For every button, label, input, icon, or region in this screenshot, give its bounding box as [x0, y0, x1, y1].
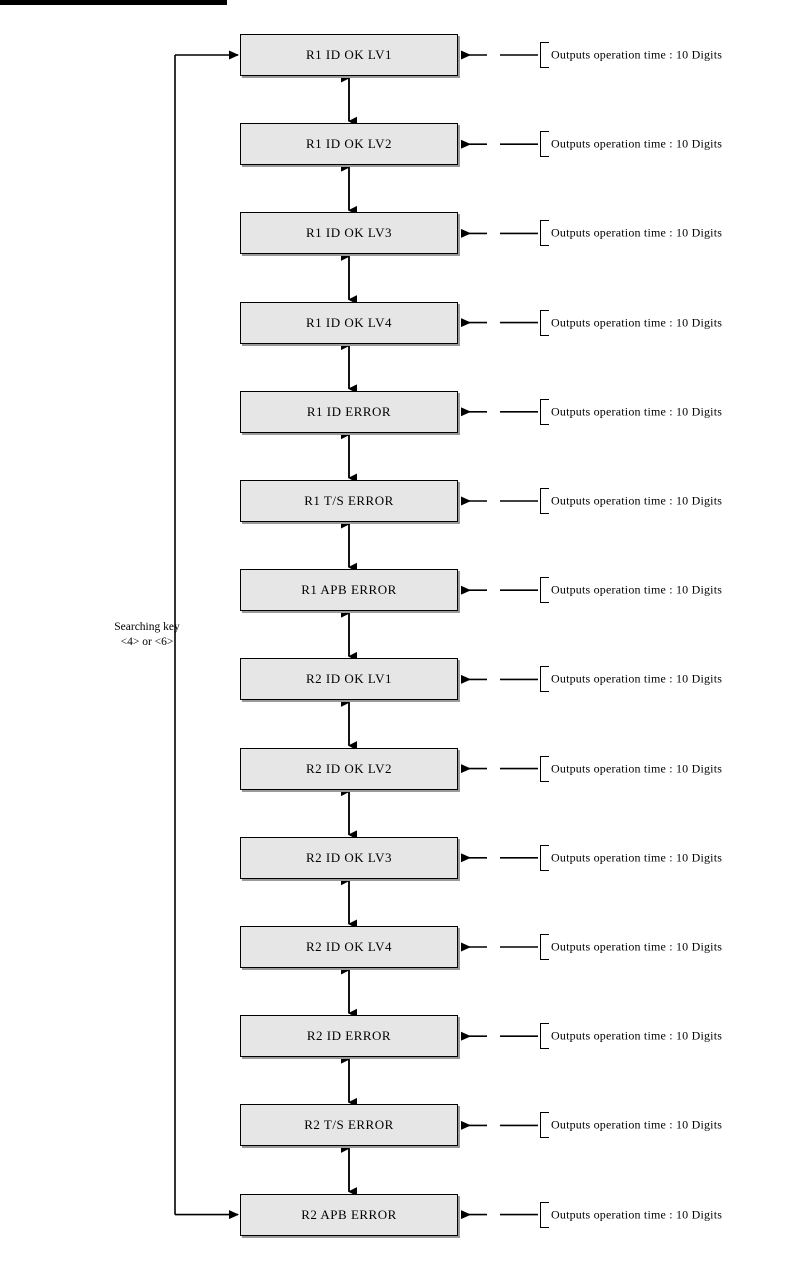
callout-text: Outputs operation time : 10 Digits — [551, 315, 723, 330]
callout-12: Outputs operation time : 10 Digits — [540, 1015, 800, 1057]
state-node-14[interactable]: R2 APB ERROR — [240, 1193, 458, 1236]
callout-8: Outputs operation time : 10 Digits — [540, 658, 800, 700]
callout-text: Outputs operation time : 10 Digits — [551, 761, 723, 776]
state-node-label: R1 ID OK LV3 — [305, 225, 393, 241]
state-node-12[interactable]: R2 ID ERROR — [240, 1015, 458, 1058]
state-node-11[interactable]: R2 ID OK LV4 — [240, 926, 458, 968]
callout-text: Outputs operation time : 10 Digits — [551, 404, 723, 419]
callout-bracket-icon — [540, 488, 549, 514]
callout-4: Outputs operation time : 10 Digits — [540, 302, 800, 344]
callout-text: Outputs operation time : 10 Digits — [551, 1028, 723, 1043]
state-node-label: R1 APB ERROR — [301, 582, 397, 598]
callout-text: Outputs operation time : 10 Digits — [551, 225, 723, 240]
state-node-label: R1 ID OK LV1 — [305, 47, 393, 62]
callout-bracket-icon — [540, 844, 549, 871]
state-node-label: R2 APB ERROR — [301, 1206, 397, 1222]
callout-bracket-icon — [540, 1201, 549, 1228]
callout-10: Outputs operation time : 10 Digits — [540, 837, 800, 879]
callout-bracket-icon — [540, 577, 549, 604]
callout-bracket-icon — [540, 131, 549, 158]
callout-text: Outputs operation time : 10 Digits — [551, 850, 723, 865]
searching-key-line1: Searching key — [114, 621, 180, 633]
state-node-label: R2 ID OK LV3 — [305, 849, 393, 865]
state-node-9[interactable]: R2 ID OK LV2 — [240, 747, 458, 790]
callout-bracket-icon — [540, 934, 549, 960]
callout-3: Outputs operation time : 10 Digits — [540, 212, 800, 254]
state-node-3[interactable]: R1 ID OK LV3 — [240, 212, 458, 255]
callout-6: Outputs operation time : 10 Digits — [540, 480, 800, 522]
state-node-8[interactable]: R2 ID OK LV1 — [240, 658, 458, 701]
state-node-label: R1 ID OK LV4 — [305, 314, 393, 330]
callout-bracket-icon — [540, 1112, 549, 1139]
callout-text: Outputs operation time : 10 Digits — [551, 939, 723, 954]
state-node-5[interactable]: R1 ID ERROR — [240, 390, 458, 433]
callout-text: Outputs operation time : 10 Digits — [551, 1117, 723, 1132]
callout-bracket-icon — [540, 398, 549, 425]
callout-text: Outputs operation time : 10 Digits — [551, 47, 723, 62]
callout-bracket-icon — [540, 1023, 549, 1050]
state-node-13[interactable]: R2 T/S ERROR — [240, 1104, 458, 1147]
callout-5: Outputs operation time : 10 Digits — [540, 391, 800, 433]
callout-bracket-icon — [540, 42, 549, 68]
state-node-label: R2 ID OK LV1 — [305, 671, 393, 687]
state-node-label: R2 ID OK LV2 — [305, 760, 393, 776]
callout-9: Outputs operation time : 10 Digits — [540, 748, 800, 790]
callout-text: Outputs operation time : 10 Digits — [551, 671, 723, 686]
callout-bracket-icon — [540, 755, 549, 782]
state-node-1[interactable]: R1 ID OK LV1 — [240, 34, 458, 76]
top-black-bar — [0, 0, 227, 5]
state-node-label: R1 ID OK LV2 — [305, 136, 393, 152]
callout-14: Outputs operation time : 10 Digits — [540, 1194, 800, 1236]
callout-bracket-icon — [540, 309, 549, 336]
callout-text: Outputs operation time : 10 Digits — [551, 582, 723, 597]
callout-text: Outputs operation time : 10 Digits — [551, 136, 723, 151]
state-node-6[interactable]: R1 T/S ERROR — [240, 480, 458, 522]
state-node-10[interactable]: R2 ID OK LV3 — [240, 836, 458, 879]
callout-bracket-icon — [540, 666, 549, 693]
callout-13: Outputs operation time : 10 Digits — [540, 1104, 800, 1146]
state-node-label: R2 ID OK LV4 — [305, 939, 393, 954]
state-node-7[interactable]: R1 APB ERROR — [240, 569, 458, 612]
callout-7: Outputs operation time : 10 Digits — [540, 569, 800, 611]
callout-bracket-icon — [540, 220, 549, 247]
callout-text: Outputs operation time : 10 Digits — [551, 493, 723, 508]
state-node-label: R1 T/S ERROR — [304, 493, 394, 508]
callout-2: Outputs operation time : 10 Digits — [540, 123, 800, 165]
state-node-label: R2 ID ERROR — [306, 1028, 392, 1044]
callout-1: Outputs operation time : 10 Digits — [540, 34, 800, 76]
searching-key-label: Searching key <4> or <6> — [72, 620, 222, 650]
callout-11: Outputs operation time : 10 Digits — [540, 926, 800, 968]
callout-text: Outputs operation time : 10 Digits — [551, 1207, 723, 1222]
searching-key-line2: <4> or <6> — [120, 636, 174, 648]
state-node-4[interactable]: R1 ID OK LV4 — [240, 301, 458, 344]
state-node-label: R1 ID ERROR — [306, 403, 392, 419]
state-node-2[interactable]: R1 ID OK LV2 — [240, 123, 458, 166]
state-node-label: R2 T/S ERROR — [304, 1117, 394, 1133]
